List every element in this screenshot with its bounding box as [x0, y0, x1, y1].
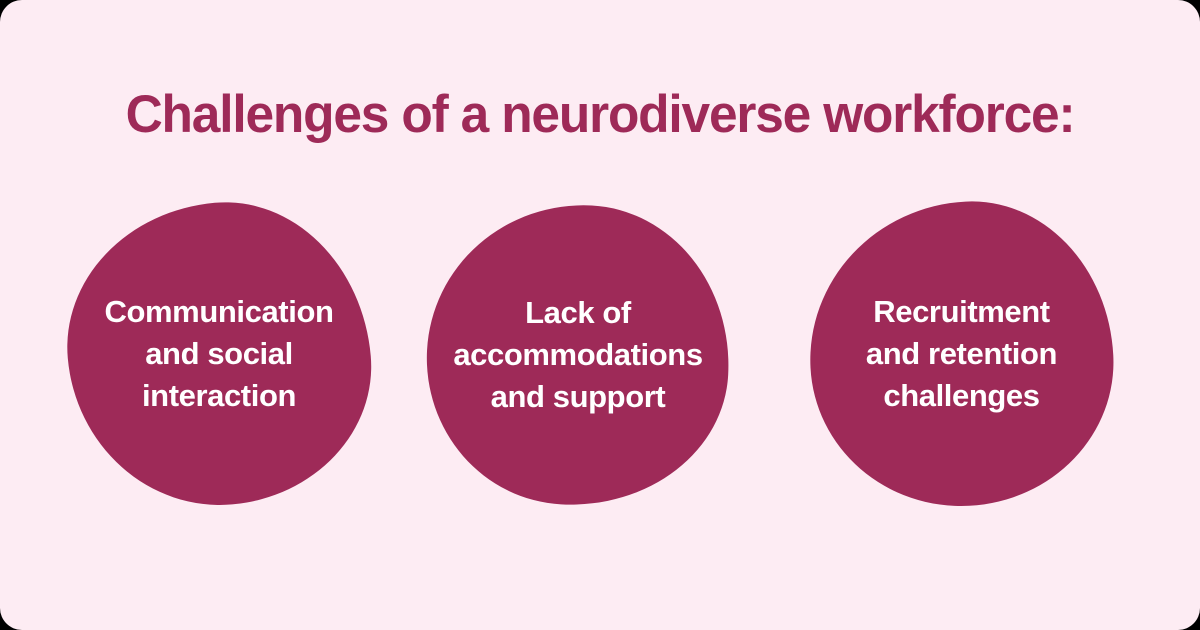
- blob-text-line: Recruitment: [873, 294, 1050, 329]
- blob-label: Communication and social interaction: [104, 291, 333, 417]
- blob-label: Recruitment and retention challenges: [865, 291, 1058, 417]
- blob-text-line: challenges: [883, 378, 1040, 413]
- infographic-title: Challenges of a neurodiverse workforce:: [125, 85, 1076, 144]
- blob-text-line: Lack of: [525, 295, 631, 330]
- blob-lack-of-accommodations-and-support: Lack of accommodations and support: [427, 205, 729, 505]
- blob-text-line: and support: [490, 379, 666, 414]
- blob-communication-and-social-interaction: Communication and social interaction: [68, 203, 370, 505]
- blob-label: Lack of accommodations and support: [453, 292, 703, 418]
- blob-text-line: interaction: [141, 378, 297, 413]
- blob-text-line: and retention: [865, 336, 1058, 371]
- blob-text-line: Communication: [104, 294, 334, 329]
- blob-text-line: and social: [145, 336, 293, 371]
- blob-recruitment-and-retention-challenges: Recruitment and retention challenges: [810, 202, 1113, 506]
- blob-text-line: accommodations: [453, 337, 703, 372]
